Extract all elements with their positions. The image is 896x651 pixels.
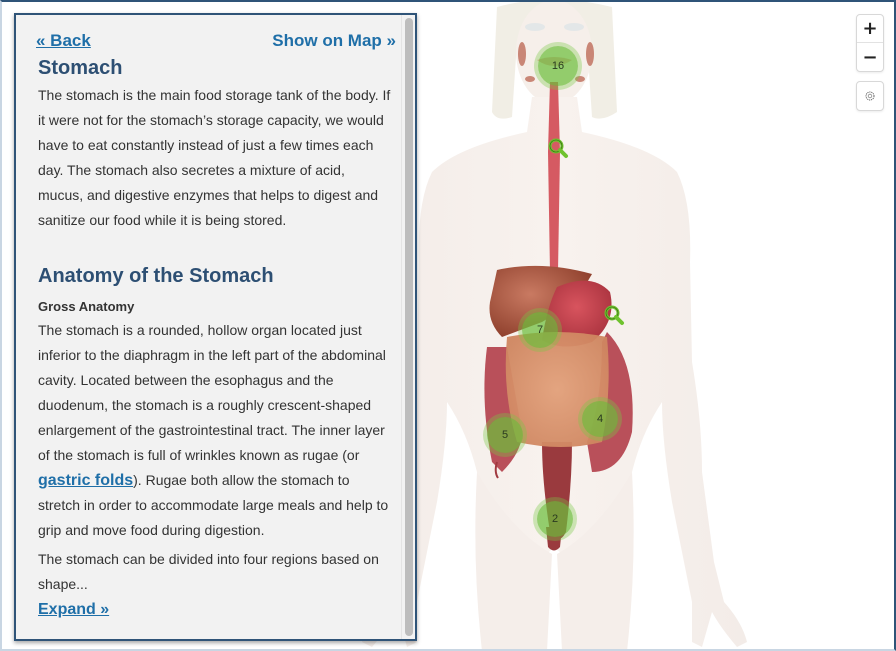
- show-on-map-link[interactable]: Show on Map »: [272, 31, 396, 50]
- hotspot-count: 2: [551, 513, 559, 525]
- section-heading: Anatomy of the Stomach: [38, 265, 274, 287]
- info-panel: « Back Show on Map » Stomach The stomach…: [14, 13, 417, 641]
- panel-scrollbar[interactable]: [401, 15, 415, 639]
- hotspot-mouth[interactable]: 16: [538, 46, 578, 86]
- zoom-in-button[interactable]: +: [857, 15, 883, 43]
- subsection-heading: Gross Anatomy: [38, 299, 135, 314]
- hotspot-count: 4: [596, 413, 604, 425]
- reset-view-button[interactable]: [856, 81, 884, 111]
- hotspot-count: 7: [536, 324, 544, 336]
- panel-content: « Back Show on Map » Stomach The stomach…: [36, 31, 396, 619]
- hotspot-descending-colon[interactable]: 4: [582, 401, 618, 437]
- hotspot-count: 16: [551, 60, 565, 72]
- magnifier-icon[interactable]: [547, 137, 569, 159]
- regions-paragraph: The stomach can be divided into four reg…: [38, 551, 379, 592]
- gastric-folds-link[interactable]: gastric folds: [38, 472, 134, 489]
- expand-link[interactable]: Expand »: [38, 601, 110, 618]
- paragraph-text: The stomach is a rounded, hollow organ l…: [38, 322, 386, 463]
- magnifier-icon[interactable]: [603, 304, 625, 326]
- target-icon: [865, 91, 875, 101]
- hotspot-count: 5: [501, 429, 509, 441]
- page-title: Stomach: [38, 57, 123, 79]
- hotspot-ascending-colon[interactable]: 5: [487, 417, 523, 453]
- zoom-control: + −: [856, 14, 884, 72]
- intro-paragraph: The stomach is the main food storage tan…: [38, 87, 391, 228]
- scrollbar-thumb[interactable]: [405, 18, 413, 636]
- zoom-out-button[interactable]: −: [862, 46, 878, 68]
- panel-nav: « Back Show on Map »: [36, 31, 396, 53]
- paragraph-text: ). Rugae both allow the stomach to stret…: [38, 472, 389, 538]
- hotspot-liver[interactable]: 7: [522, 312, 558, 348]
- hotspot-rectum[interactable]: 2: [537, 501, 573, 537]
- back-link[interactable]: « Back: [36, 31, 91, 50]
- anatomy-paragraph: The stomach is a rounded, hollow organ l…: [38, 318, 392, 543]
